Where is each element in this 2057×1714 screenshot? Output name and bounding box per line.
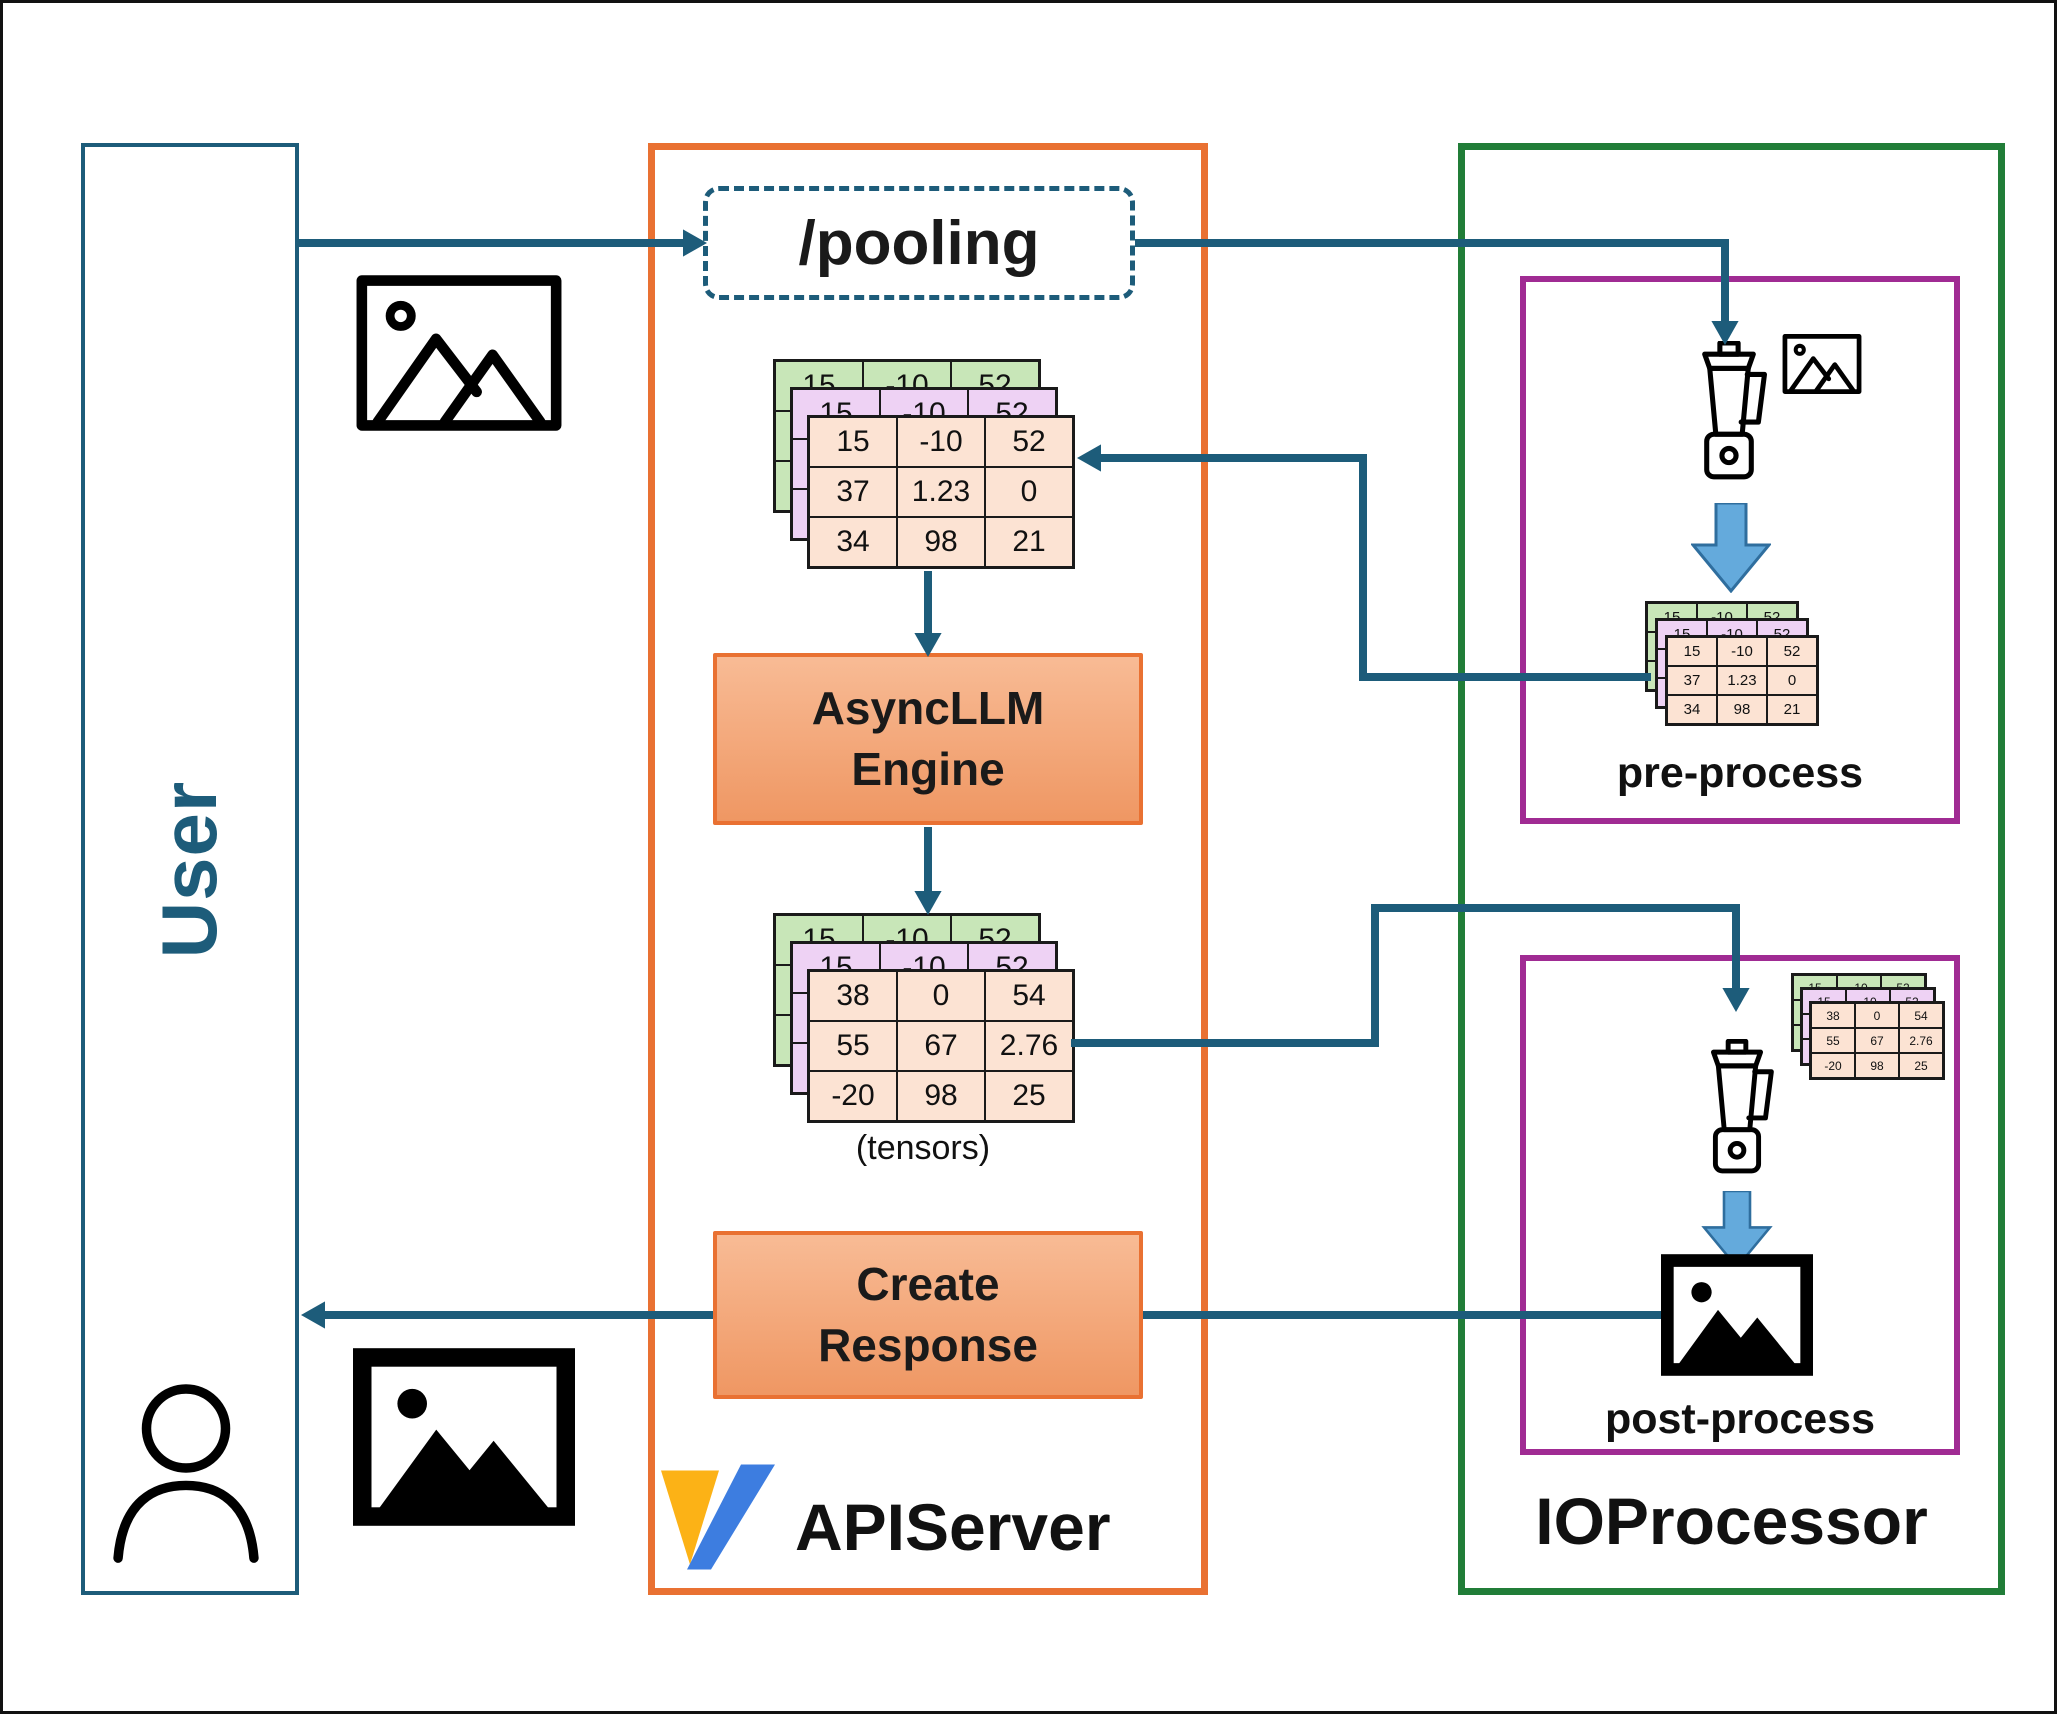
tensor-cell: 15 — [1667, 637, 1717, 666]
asyncllm-engine-label-line2: Engine — [851, 743, 1005, 795]
down-block-arrow-icon — [1691, 503, 1771, 593]
vllm-logo-icon — [661, 1464, 775, 1570]
result-image-icon — [1661, 1254, 1813, 1376]
tensor-cell: 37 — [1667, 666, 1717, 695]
tensor-cell: 38 — [1811, 1003, 1855, 1028]
post-process-label: post-process — [1604, 1395, 1875, 1443]
mini-image-icon — [1782, 334, 1862, 394]
tensor-cell: -20 — [809, 1071, 897, 1121]
tensor-cell: 54 — [1899, 1003, 1943, 1028]
tensor-cell: 37 — [809, 467, 897, 517]
user-panel: User — [81, 143, 299, 1595]
tensor-cell: 98 — [897, 1071, 985, 1121]
tensor-cell: 38 — [809, 971, 897, 1021]
ioprocessor-title: IOProcessor — [1535, 1484, 1928, 1558]
tensor-cell: 67 — [897, 1021, 985, 1071]
tensor-cell: 67 — [1855, 1028, 1899, 1053]
tensor-cell: 21 — [1767, 695, 1817, 724]
tensor-cell: 0 — [897, 971, 985, 1021]
blender-icon — [1702, 341, 1767, 480]
tensor-cell: 2.76 — [1899, 1028, 1943, 1053]
tensor-cell: -10 — [1717, 637, 1767, 666]
tensor-cell: 54 — [985, 971, 1073, 1021]
create-response-label-line2: Response — [818, 1319, 1038, 1371]
tensor-cell: 55 — [1811, 1028, 1855, 1053]
tensor-cell: 25 — [1899, 1053, 1943, 1078]
person-icon — [113, 1384, 259, 1563]
tensor-cell: 52 — [985, 417, 1073, 467]
output-image-icon — [353, 1348, 575, 1526]
tensor-cell: 98 — [897, 517, 985, 567]
blender-icon — [1710, 1039, 1774, 1174]
tensor-cell: 1.23 — [897, 467, 985, 517]
tensor-cell: 34 — [809, 517, 897, 567]
tensor-cell: 34 — [1667, 695, 1717, 724]
tensors-caption: (tensors) — [855, 1129, 991, 1167]
apiserver-panel — [648, 143, 1208, 1595]
down-block-arrow-icon — [1701, 1191, 1773, 1269]
pooling-endpoint-label: /pooling — [798, 208, 1040, 278]
tensor-cell: 2.76 — [985, 1021, 1073, 1071]
pre-process-label: pre-process — [1616, 749, 1864, 797]
tensor-cell: -20 — [1811, 1053, 1855, 1078]
user-panel-label: User — [145, 780, 234, 958]
create-response-label-line1: Create — [856, 1258, 1000, 1311]
tensor-cell: 55 — [809, 1021, 897, 1071]
tensor-cell: 0 — [1767, 666, 1817, 695]
apiserver-title: APIServer — [795, 1490, 1111, 1564]
input-image-icon — [356, 275, 562, 431]
post-process-box — [1520, 955, 1960, 1455]
tensor-cell: 0 — [1855, 1003, 1899, 1028]
pooling-endpoint: /pooling — [703, 186, 1135, 300]
tensor-cell: 0 — [985, 467, 1073, 517]
asyncllm-engine-label-line1: AsyncLLM — [811, 682, 1045, 735]
tensor-cell: 25 — [985, 1071, 1073, 1121]
tensor-cell: 21 — [985, 517, 1073, 567]
ioprocessor-panel — [1458, 143, 2005, 1595]
asyncllm-engine-box: AsyncLLM Engine — [713, 653, 1143, 825]
create-response-box: Create Response — [713, 1231, 1143, 1399]
tensor-cell: -10 — [897, 417, 985, 467]
tensor-cell: 1.23 — [1717, 666, 1767, 695]
tensor-cell: 98 — [1717, 695, 1767, 724]
tensor-cell: 52 — [1767, 637, 1817, 666]
tensor-cell: 15 — [809, 417, 897, 467]
tensor-cell: 98 — [1855, 1053, 1899, 1078]
